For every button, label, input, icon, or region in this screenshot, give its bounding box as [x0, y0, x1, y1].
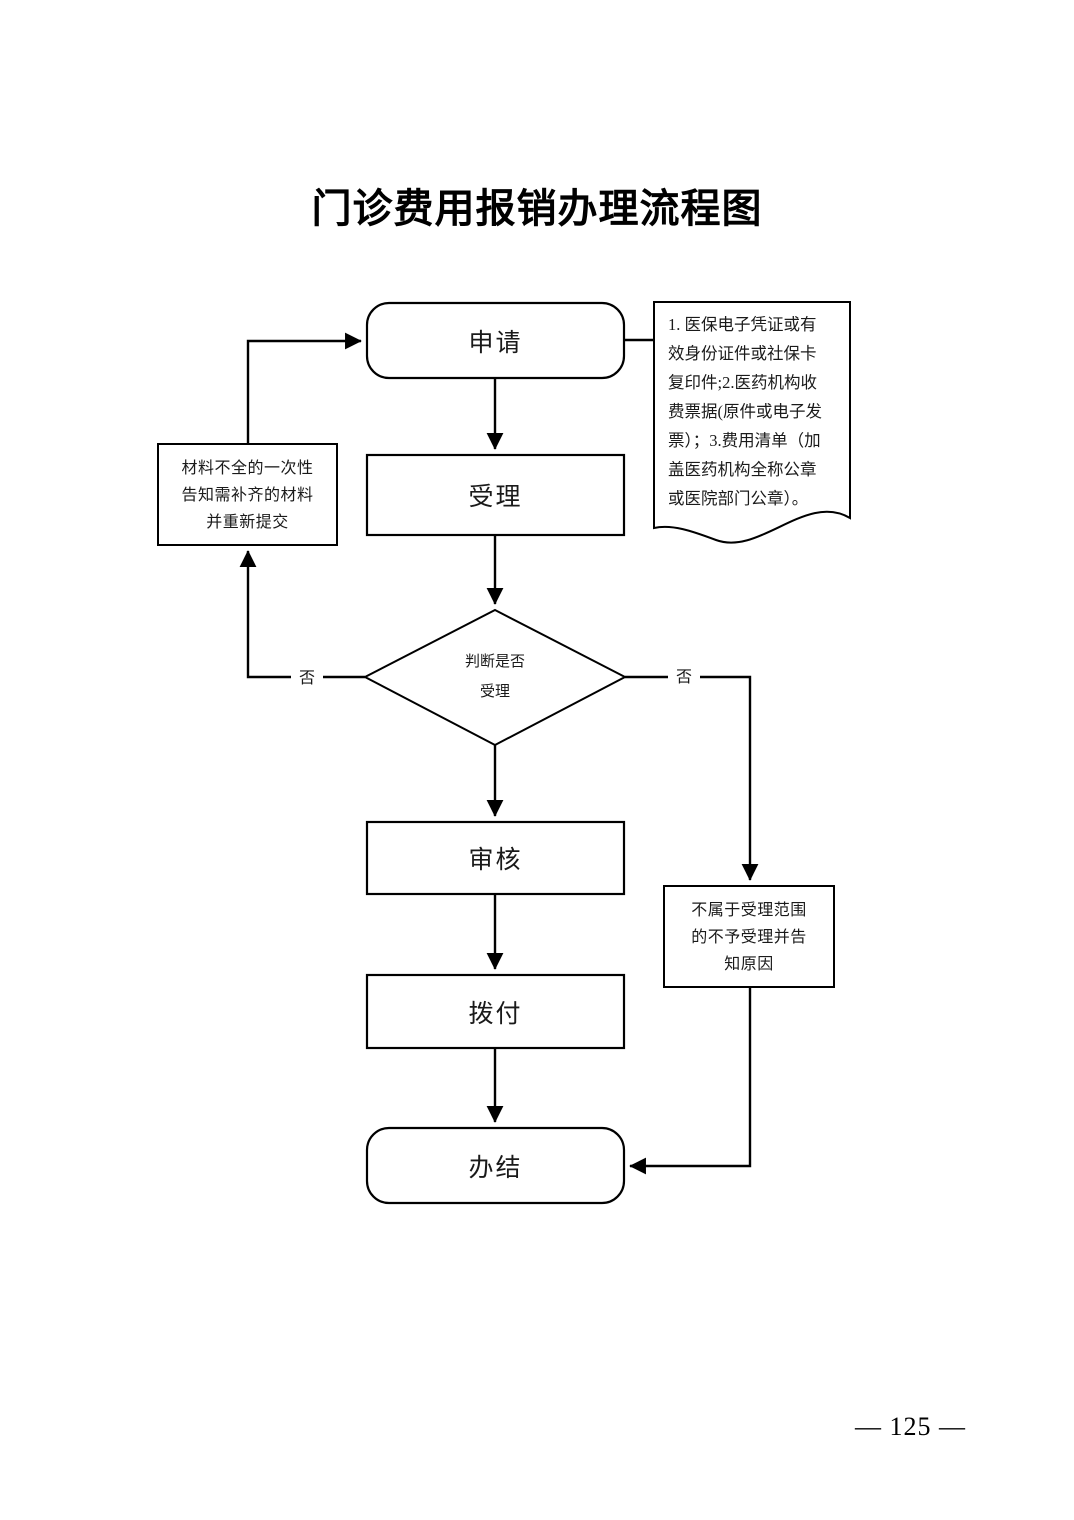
node-apply-shape	[365, 301, 626, 380]
node-accept-shape	[365, 453, 626, 537]
node-materials-note-shape	[653, 301, 851, 544]
page-number: — 125 —	[855, 1412, 966, 1441]
node-incomplete-materials-shape	[157, 443, 338, 546]
edge-label-no-left: 否	[291, 664, 323, 688]
page-title: 门诊费用报销办理流程图	[311, 187, 763, 231]
node-out-of-scope-shape	[663, 885, 835, 988]
edge-decision-no-right	[625, 675, 759, 881]
node-review-shape	[365, 820, 626, 896]
node-disburse-shape	[365, 973, 626, 1050]
edge-materials-back-to-apply	[246, 332, 362, 444]
edge-decision-no-left	[239, 550, 365, 679]
node-complete-shape	[365, 1126, 626, 1205]
edge-out-of-scope-to-complete	[629, 987, 752, 1175]
edge-label-no-right: 否	[668, 663, 700, 687]
node-decision-shape	[362, 608, 628, 747]
